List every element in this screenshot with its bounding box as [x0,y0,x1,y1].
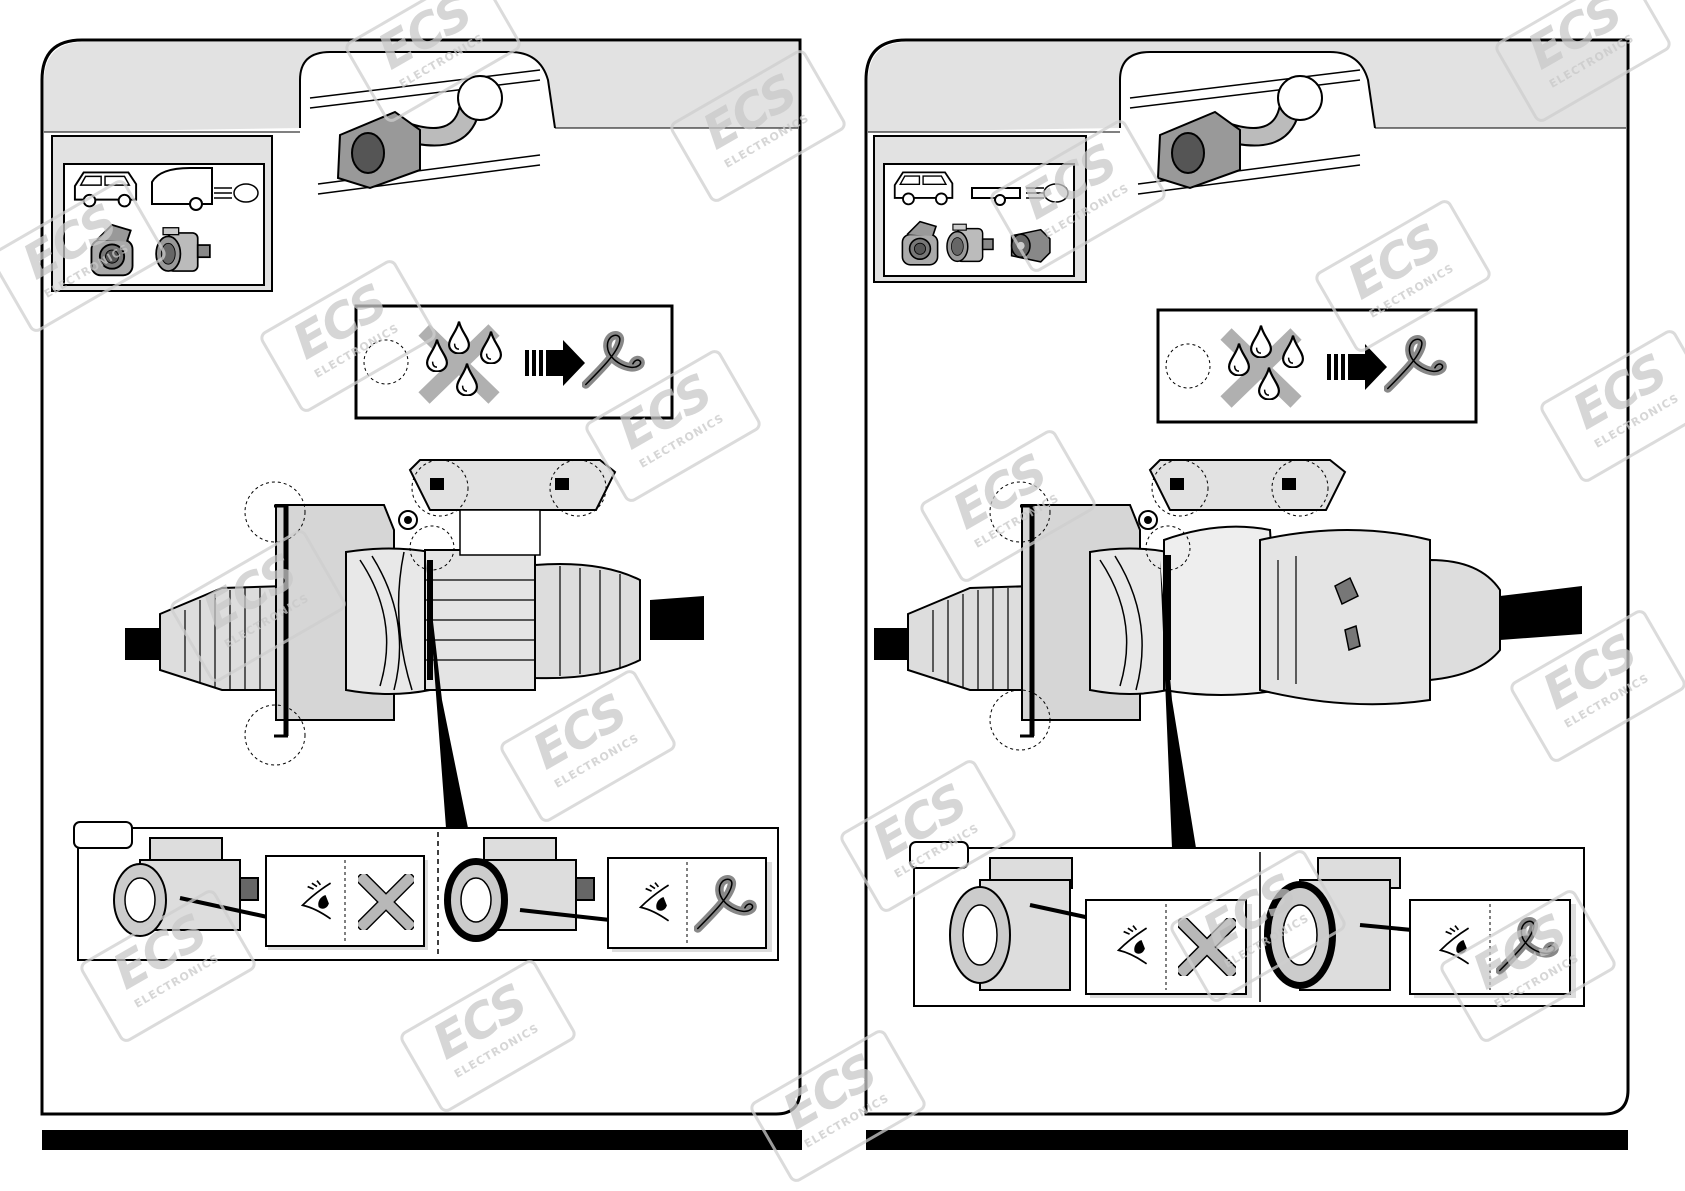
plug-without-seal [949,857,1091,991]
connector-seal-diagram-left [125,459,704,828]
plug-icon [1010,228,1051,263]
step-label-tab [73,821,133,849]
step-number-circle [363,339,409,385]
scenario-box-caravan [51,135,273,292]
dry-instruction-box-right [1156,308,1478,424]
scenario-box-trailer [873,135,1087,283]
plug-with-seal [444,837,611,942]
step-label-tab [909,841,969,869]
plug-without-seal [113,837,273,937]
tow-bar-icon [299,51,556,195]
caravan-icon [151,167,213,211]
trailer-icon [971,187,1021,206]
plug-with-seal [1264,857,1413,991]
connector-seal-diagram-right [874,459,1582,848]
dry-instruction-box-left [354,304,674,420]
step-number-circle [1165,343,1211,389]
tow-bar-icon [1119,51,1376,195]
seal-inspection-box-left [73,821,779,961]
seal-inspection-box-right [909,841,1585,1007]
